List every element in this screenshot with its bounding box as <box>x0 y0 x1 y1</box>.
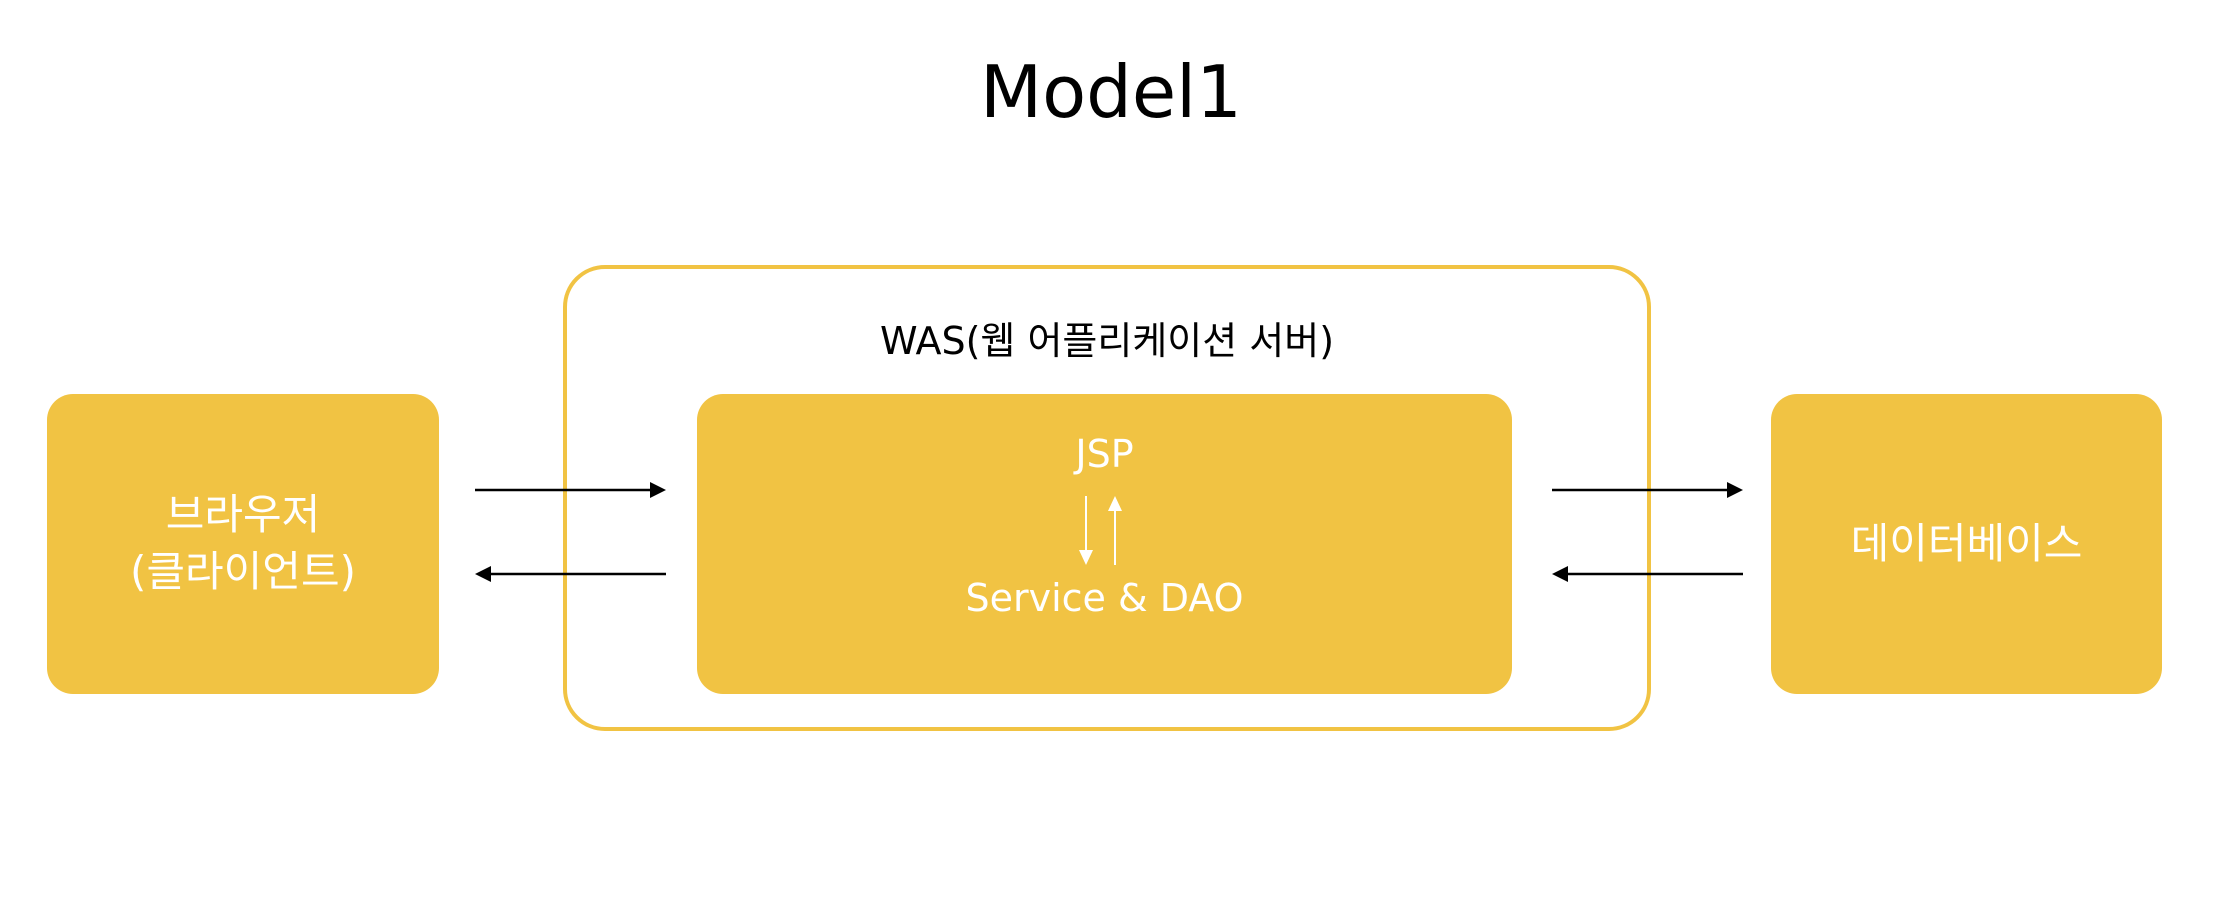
diagram-title: Model1 <box>980 50 1242 134</box>
arrow-was-to-browser <box>475 566 666 582</box>
browser-sublabel: (클라이언트) <box>130 547 356 596</box>
database-label: 데이터베이스 <box>1850 518 2083 568</box>
browser-box: 브라우저 (클라이언트) <box>47 394 439 694</box>
arrow-database-to-was <box>1552 566 1743 582</box>
arrow-jsp-to-service <box>1079 496 1093 565</box>
arrow-service-to-jsp <box>1108 496 1122 565</box>
was-container <box>563 265 1651 731</box>
arrow-browser-to-was <box>475 482 666 498</box>
was-label: WAS(웹 어플리케이션 서버) <box>879 319 1335 363</box>
browser-label: 브라우저 <box>165 490 321 540</box>
arrow-was-to-database <box>1552 482 1743 498</box>
database-box: 데이터베이스 <box>1771 394 2162 694</box>
service-dao-label: Service & DAO <box>965 576 1244 620</box>
jsp-label: JSP <box>1075 432 1134 476</box>
jsp-service-box <box>697 394 1512 694</box>
